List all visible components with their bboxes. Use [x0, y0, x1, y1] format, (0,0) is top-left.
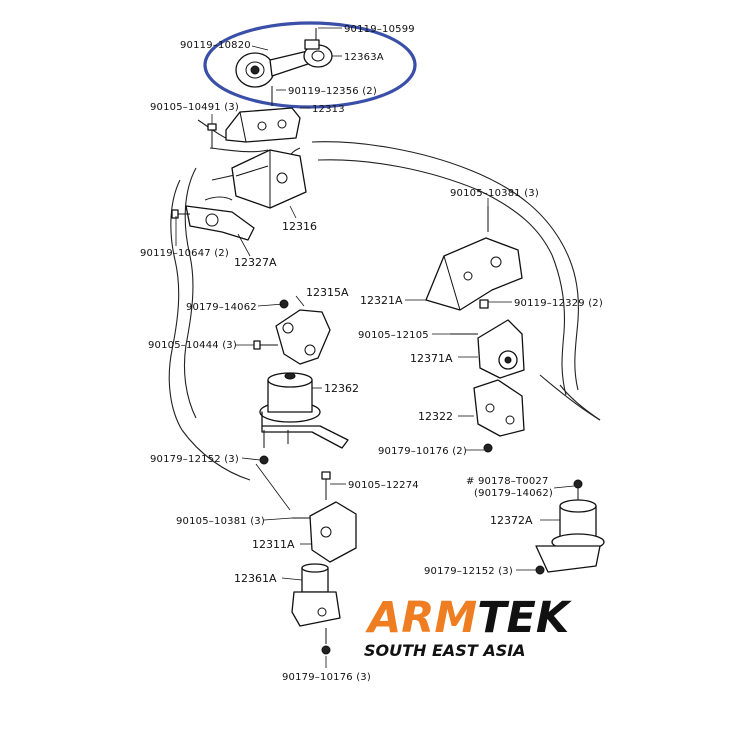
svg-text:ARMTEK: ARMTEK	[365, 593, 572, 643]
label-12361A: 12361A	[234, 572, 277, 585]
part-12311A-bracket	[292, 471, 357, 563]
leader-lines	[175, 27, 575, 668]
brand-part2: TEK	[477, 593, 572, 643]
label-90179-12152-left: 90179–12152 (3)	[150, 454, 239, 465]
label-90105-12105: 90105–12105	[358, 330, 429, 341]
part-12361A-mount	[291, 563, 341, 655]
label-90119-10820: 90119–10820	[180, 40, 251, 51]
part-12363A-torque-rod	[235, 28, 333, 88]
label-90179-10176-bottom: 90179–10176 (3)	[282, 672, 371, 683]
label-90179-14062: 90179–14062	[186, 302, 257, 313]
part-12315A-bracket	[253, 299, 331, 365]
label-90105-10444: 90105–10444 (3)	[148, 340, 237, 351]
part-12362-mount	[259, 372, 349, 465]
label-12313: 12313	[312, 104, 345, 115]
label-12327A: 12327A	[234, 256, 277, 269]
label-90105-10381-low: 90105–10381 (3)	[176, 516, 265, 527]
label-12362: 12362	[324, 382, 359, 395]
label-90179-10176-mid: 90179–10176 (2)	[378, 446, 467, 457]
label-12316: 12316	[282, 220, 317, 233]
label-90119-12329: 90119–12329 (2)	[514, 298, 603, 309]
brand-subtitle: SOUTH EAST ASIA	[364, 641, 526, 660]
part-12321A-bracket	[425, 206, 523, 311]
label-90119-10599: 90119–10599	[344, 24, 415, 35]
label-90179-14062-paren: (90179–14062)	[474, 488, 553, 499]
part-12316-bracket	[231, 149, 307, 209]
label-12371A: 12371A	[410, 352, 453, 365]
part-12322-bracket	[473, 379, 525, 453]
part-12313-bracket	[207, 86, 301, 148]
label-90105-10381-top: 90105–10381 (3)	[450, 188, 539, 199]
label-90178-T0027: # 90178–T0027	[466, 476, 549, 487]
brand-part1: ARM	[365, 593, 477, 643]
label-12321A: 12321A	[360, 294, 403, 307]
part-labels: 90119–10599 90119–10820 12363A 90119–123…	[140, 24, 603, 683]
part-12372A-mount	[535, 479, 605, 575]
part-12371A-mount	[450, 299, 525, 379]
label-12315A: 12315A	[306, 286, 349, 299]
highlight-ellipse	[203, 21, 417, 109]
label-12311A: 12311A	[252, 538, 295, 551]
label-12363A: 12363A	[344, 52, 384, 63]
label-90119-10647: 90119–10647 (2)	[140, 248, 229, 259]
part-12327A-bracket	[171, 205, 255, 241]
label-90179-12152-right: 90179–12152 (3)	[424, 566, 513, 577]
label-90119-12356: 90119–12356 (2)	[288, 86, 377, 97]
brand-logo: ARMTEK SOUTH EAST ASIA	[364, 593, 572, 660]
label-12372A: 12372A	[490, 514, 533, 527]
label-90105-12274: 90105–12274	[348, 480, 419, 491]
label-90105-10491: 90105–10491 (3)	[150, 102, 239, 113]
label-12322: 12322	[418, 410, 453, 423]
